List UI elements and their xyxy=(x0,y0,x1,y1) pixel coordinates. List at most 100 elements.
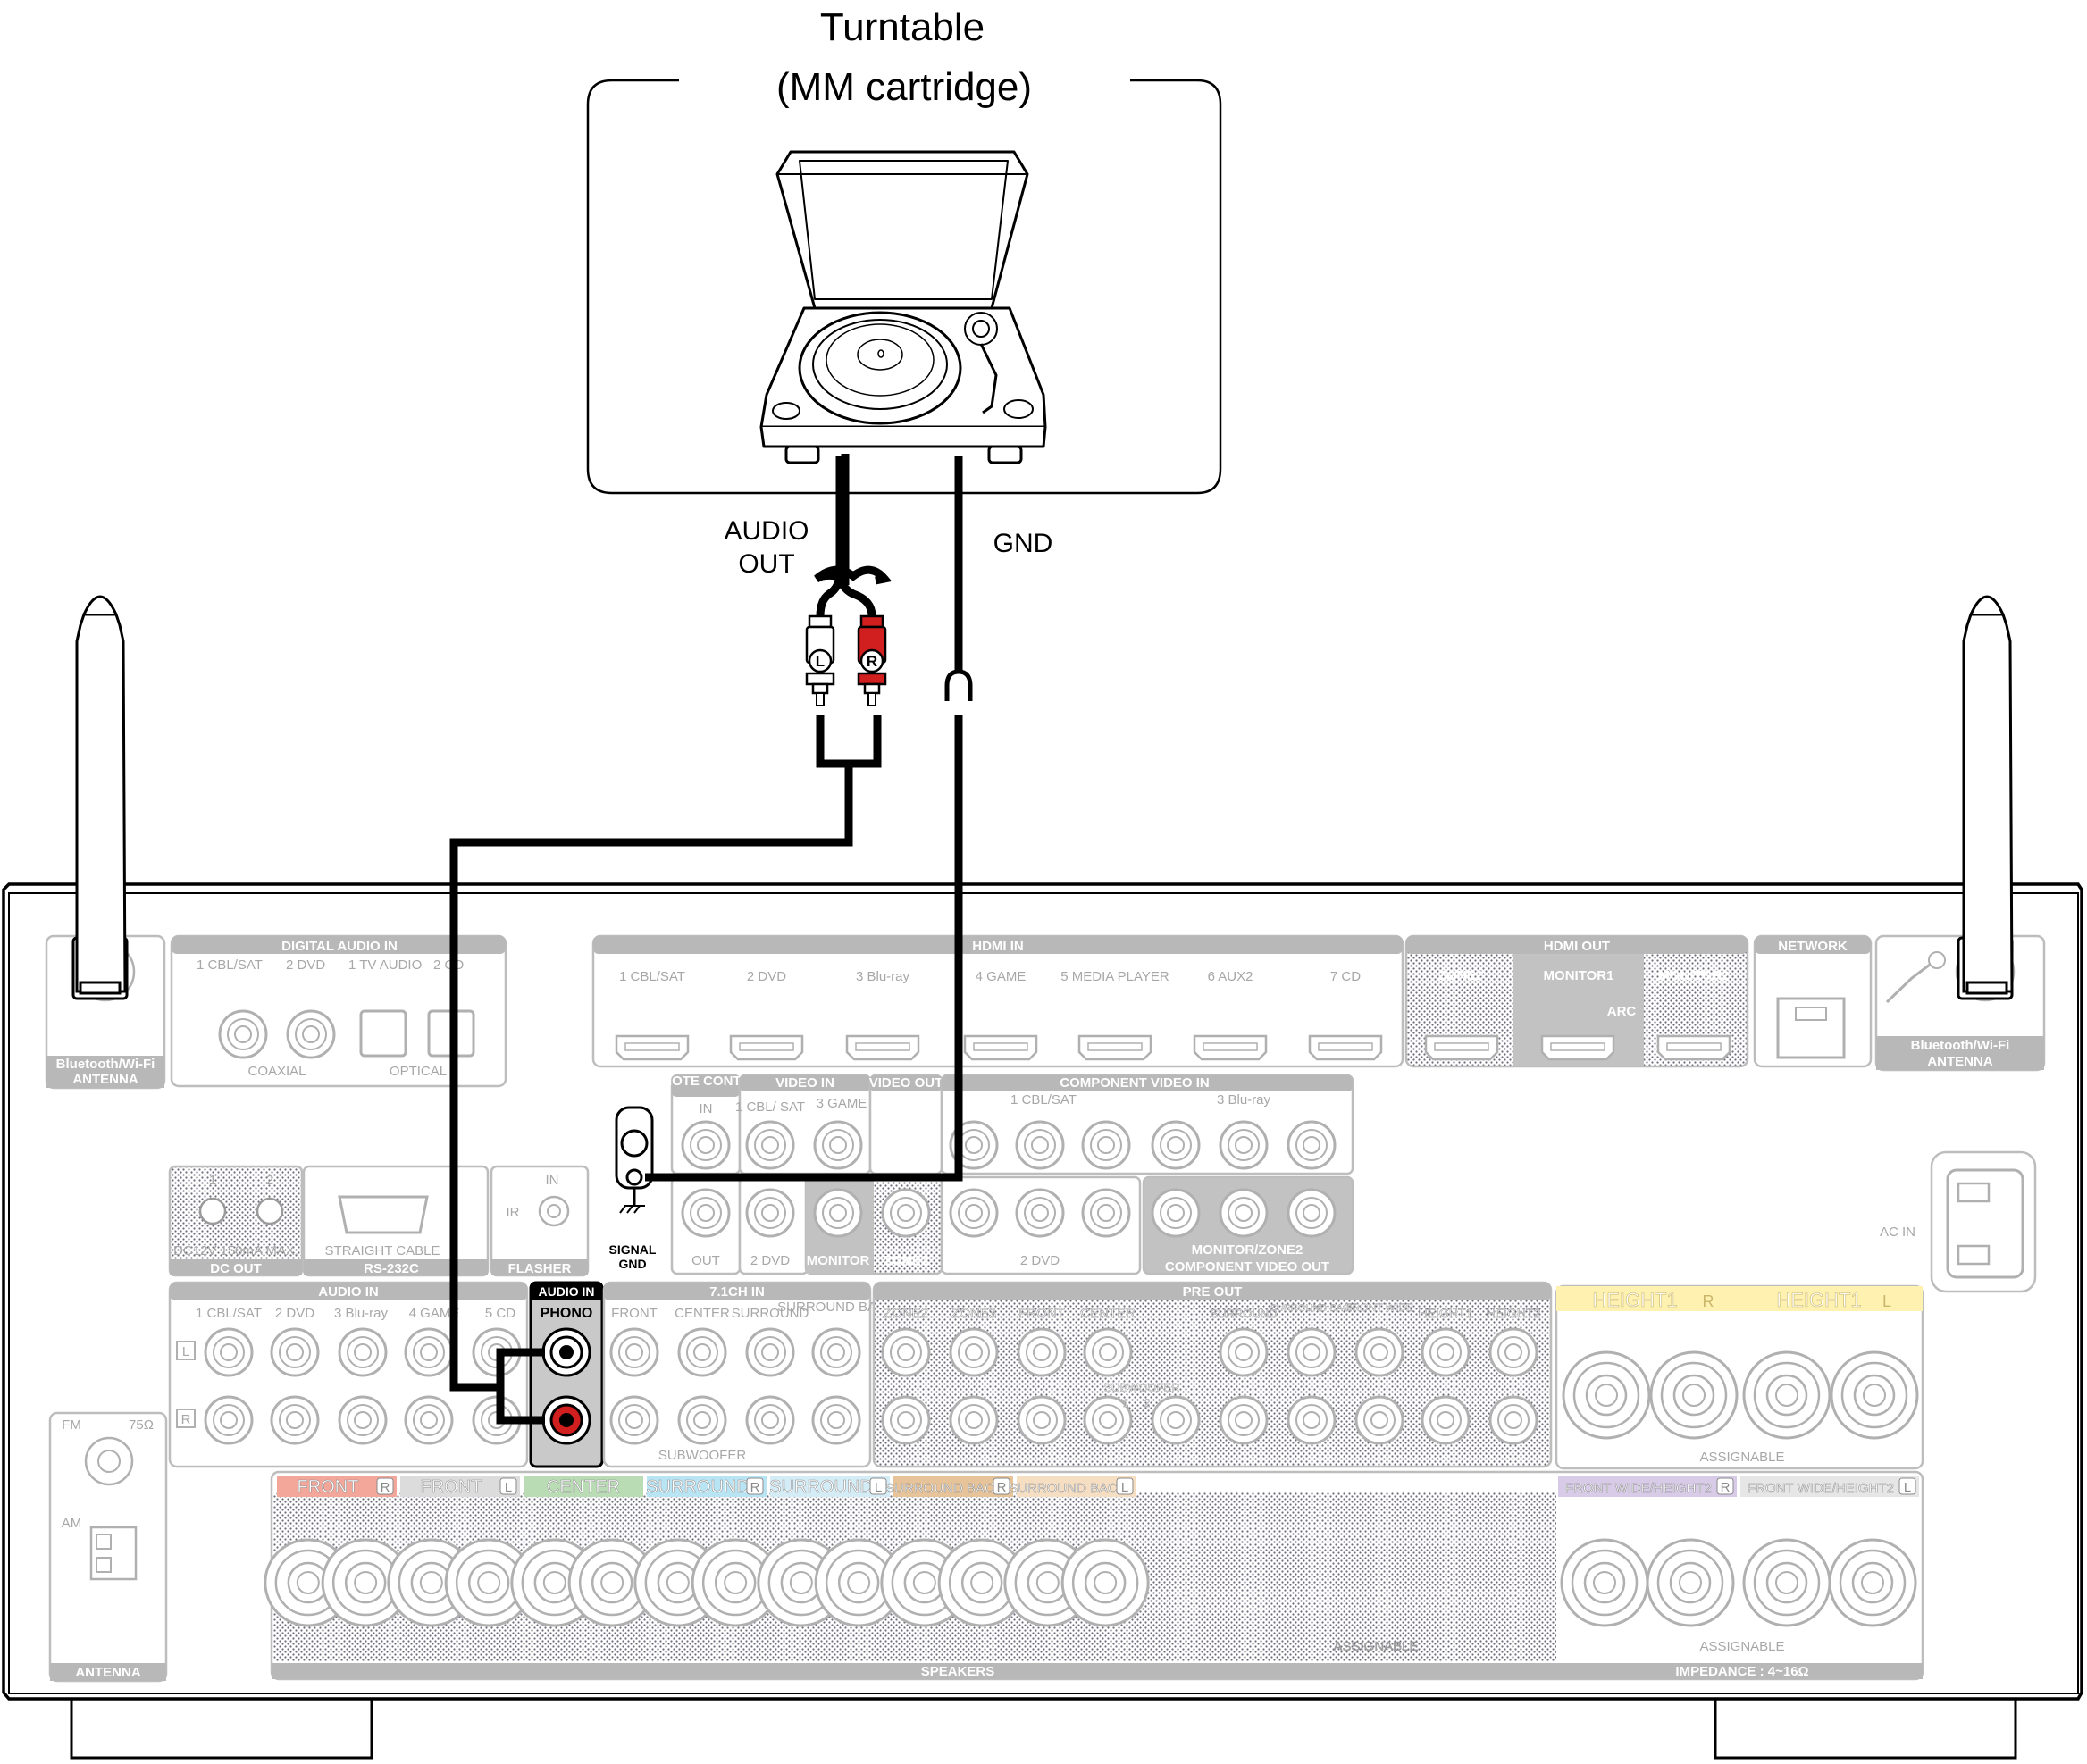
digital-in-label-1: 1 CBL/SAT xyxy=(197,957,263,973)
wifi-antenna-left xyxy=(71,595,129,1000)
rca-plug-left: L xyxy=(805,614,835,706)
signal-gnd-label-1: SIGNAL xyxy=(609,1242,657,1257)
hdmi-in-port-1: 1 CBL/SAT xyxy=(619,969,685,984)
hdmi-out-monitor2: MONITOR2 xyxy=(1659,968,1730,983)
bt-right-label-1: Bluetooth/Wi-Fi xyxy=(1911,1038,2010,1053)
speaker-tag-7: L xyxy=(1121,1480,1128,1495)
digital-audio-in-header: DIGITAL AUDIO IN xyxy=(281,939,398,954)
phono-input[interactable]: AUDIO IN PHONO xyxy=(529,1281,604,1468)
hdmi-in-panel: HDMI IN 1 CBL/SAT 2 DVD 3 Blu-ray 4 GAME… xyxy=(591,934,1404,1068)
height1-r-tag: R xyxy=(1703,1292,1714,1310)
71ch-label-surround-back: SURROUND BACK xyxy=(777,1300,895,1315)
pre-out-zone3: ZONE3 xyxy=(951,1306,996,1321)
pre-out-center: CENTER xyxy=(1080,1306,1136,1321)
speaker-post xyxy=(1646,1538,1735,1627)
71ch-label-center: CENTER xyxy=(675,1306,730,1321)
plug-r-label: R xyxy=(867,653,877,670)
height1-speaker-panel: HEIGHT1 R HEIGHT1 L ASSIGNABLE xyxy=(1555,1284,1924,1470)
flasher-ir-label: IR xyxy=(507,1205,520,1220)
71ch-in-panel: 7.1CH IN FRONT CENTER SURROUND SURROUND … xyxy=(602,1281,895,1468)
bt-right-label-2: ANTENNA xyxy=(1927,1054,1992,1069)
video-in-label-3: 3 GAME xyxy=(817,1096,867,1111)
wifi-antenna-right xyxy=(1957,595,2014,1000)
audio-out-label-2: OUT xyxy=(738,549,794,579)
hdmi-in-port-4: 4 GAME xyxy=(976,969,1027,984)
hdmi-out-panel: HDMI OUT ZONE2 MONITOR1 MONITOR2 ARC xyxy=(1404,934,1749,1068)
audio-in-r: R xyxy=(181,1412,191,1427)
hdmi-in-port-3: 3 Blu-ray xyxy=(856,969,910,984)
rs232c-spec: STRAIGHT CABLE xyxy=(325,1243,440,1258)
hdmi-out-header: HDMI OUT xyxy=(1544,939,1610,954)
pre-out-height2: HEIGHT2 xyxy=(1487,1306,1541,1320)
speaker-post xyxy=(1060,1538,1150,1627)
coaxial-label: COAXIAL xyxy=(247,1064,306,1079)
component-out-label: MONITOR/ZONE2 xyxy=(1192,1242,1303,1258)
speaker-tag-4: R xyxy=(750,1480,760,1495)
component-in-header: COMPONENT VIDEO IN xyxy=(1060,1075,1210,1091)
ac-in-label: AC IN xyxy=(1880,1225,1915,1240)
video-out-monitor: MONITOR xyxy=(807,1253,870,1268)
component-group-1: 1 CBL/SAT xyxy=(1010,1092,1077,1108)
speaker-tag-9: L xyxy=(1904,1480,1911,1495)
71ch-label-front: FRONT xyxy=(611,1306,658,1321)
speaker-label-4: SURROUND xyxy=(646,1477,750,1497)
speakers-assignable: ASSIGNABLE xyxy=(1333,1639,1418,1654)
video-in-label-2: 2 DVD xyxy=(750,1253,790,1268)
speaker-label-1: FRONT xyxy=(298,1477,359,1497)
speakers-header: SPEAKERS xyxy=(921,1664,995,1679)
remote-control-header: REMOTE CONTROL xyxy=(642,1074,770,1089)
pre-out-surround-back: SURROUND BACK xyxy=(1270,1303,1357,1314)
hdmi-in-port-6: 6 AUX2 xyxy=(1208,969,1253,984)
control-panel: 1 2 DC12V 150mA MAX. DC OUT STRAIGHT CAB… xyxy=(168,1165,590,1277)
phono-label: PHONO xyxy=(541,1306,593,1321)
hdmi-out-arc: ARC xyxy=(1607,1004,1637,1019)
speaker-tag-5: L xyxy=(875,1480,882,1495)
bt-left-label-2: ANTENNA xyxy=(72,1072,138,1087)
speaker-group-3: CENTER xyxy=(510,1476,657,1627)
video-out-header: VIDEO OUT xyxy=(869,1075,943,1091)
audio-in-label-4: 4 GAME xyxy=(409,1306,460,1321)
digital-audio-in-panel: DIGITAL AUDIO IN 1 CBL/SAT 2 DVD 1 TV AU… xyxy=(170,934,507,1088)
hdmi-out-zone2: ZONE2 xyxy=(1438,968,1483,983)
audio-in-label-3: 3 Blu-ray xyxy=(334,1306,389,1321)
speaker-label-7: SURROUND BACK xyxy=(1009,1481,1127,1496)
speaker-label-9: FRONT WIDE/HEIGHT2 xyxy=(1748,1481,1894,1496)
speaker-tag-8: R xyxy=(1721,1480,1731,1495)
rca-plug-right: R xyxy=(857,614,887,706)
component-group-3: 3 Blu-ray xyxy=(1217,1092,1271,1108)
component-out-header: COMPONENT VIDEO OUT xyxy=(1165,1259,1329,1275)
speaker-post xyxy=(1742,1538,1831,1627)
71ch-in-header: 7.1CH IN xyxy=(709,1284,765,1300)
network-label: NETWORK xyxy=(1778,939,1848,954)
pre-out-front-wide: FRONT WIDE xyxy=(1345,1301,1413,1314)
speaker-tag-2: L xyxy=(505,1480,512,1495)
audio-in-panel: AUDIO IN 1 CBL/SAT 2 DVD 3 Blu-ray 4 GAM… xyxy=(168,1281,529,1468)
digital-in-label-4: 2 CD xyxy=(433,957,464,973)
dc-out-port-1: 1 xyxy=(209,1173,216,1188)
pre-out-header: PRE OUT xyxy=(1183,1284,1243,1300)
hdmi-in-port-7: 7 CD xyxy=(1330,969,1361,984)
remote-out-label: OUT xyxy=(691,1253,720,1268)
71ch-label-surround: SURROUND xyxy=(732,1306,809,1321)
audio-in-label-2: 2 DVD xyxy=(275,1306,314,1321)
video-io-panel: REMOTE CONTROL IN OUT VIDEO IN 1 CBL/ SA… xyxy=(642,1074,1354,1275)
dc-out-port-2: 2 xyxy=(266,1173,273,1188)
hdmi-in-header: HDMI IN xyxy=(972,939,1024,954)
rs232c-header: RS-232C xyxy=(364,1261,419,1276)
flasher-header: FLASHER xyxy=(508,1261,572,1276)
pre-out-surround: SURROUND xyxy=(1210,1307,1277,1320)
signal-gnd-terminal: SIGNAL GND xyxy=(609,1106,657,1271)
speaker-label-3: CENTER xyxy=(547,1477,620,1497)
turntable-frame xyxy=(586,79,1222,495)
antenna-am: AM xyxy=(62,1516,82,1531)
speaker-label-6: SURROUND BACK xyxy=(885,1481,1003,1496)
ac-in-panel: AC IN xyxy=(1880,1150,2037,1293)
remote-in-label: IN xyxy=(700,1101,713,1116)
